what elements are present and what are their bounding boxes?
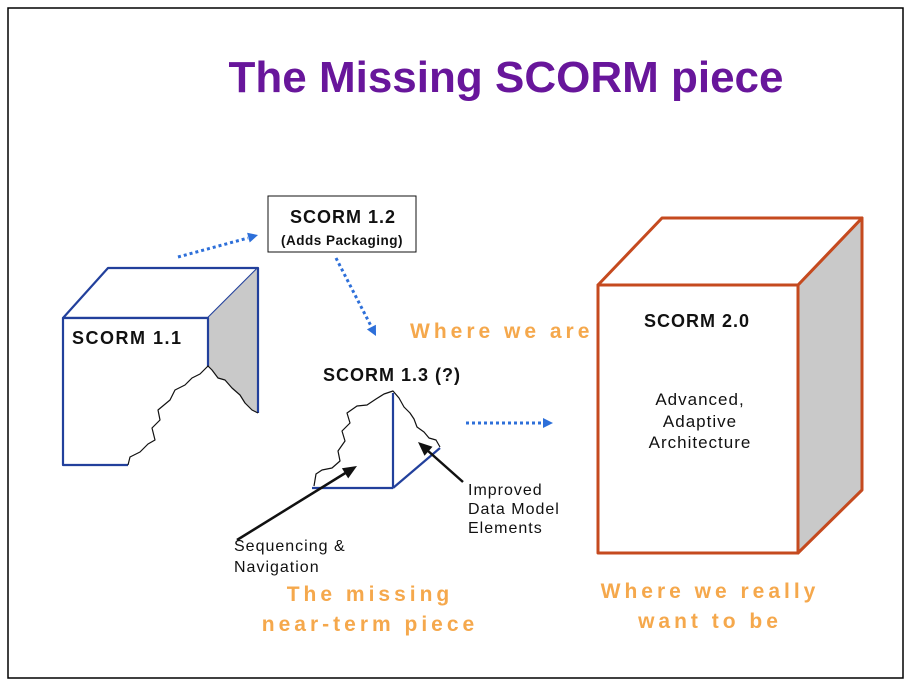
- annotation-missing-piece: The missing near-term piece: [262, 583, 478, 636]
- callout-data-model-line-3: Elements: [468, 520, 543, 537]
- annotation-missing-piece-line-2: near-term piece: [262, 613, 478, 636]
- scorm-1-2-box: SCORM 1.2 (Adds Packaging): [267, 195, 417, 253]
- arrow-1-2-to-1-3-head: [366, 324, 376, 336]
- scorm-1-1-front-edges: [61, 316, 210, 467]
- arrow-1-2-to-1-3-shaft: [334, 257, 373, 327]
- slide-title: The Missing SCORM piece: [229, 53, 784, 102]
- callout-data-model-line-1: Improved: [468, 482, 543, 499]
- scorm-1-1-tear-line: [127, 365, 259, 466]
- annotation-where-we-want-line-2: want to be: [637, 610, 782, 633]
- callout-sequencing-line-2: Navigation: [234, 559, 320, 576]
- scorm-1-1-cube: SCORM 1.1: [61, 266, 260, 467]
- arrow-1-1-to-1-2-shaft: [177, 236, 249, 259]
- scorm-1-3-piece: SCORM 1.3 (?): [312, 365, 461, 490]
- annotation-where-we-want-line-1: Where we really: [601, 580, 820, 603]
- callout-sequencing-line-1: Sequencing &: [234, 538, 346, 555]
- arrow-1-3-to-2-0: [466, 418, 553, 428]
- arrow-data-model: [418, 442, 464, 483]
- scorm-2-0-cube: SCORM 2.0 Advanced, Adaptive Architectur…: [596, 216, 864, 555]
- callout-data-model: Improved Data Model Elements: [468, 482, 560, 537]
- scorm-1-2-sublabel: (Adds Packaging): [281, 233, 403, 248]
- callout-data-model-line-2: Data Model: [468, 501, 560, 518]
- arrow-data-model-head: [418, 442, 433, 456]
- arrow-data-model-shaft: [426, 449, 464, 483]
- arrow-1-1-to-1-2: [177, 232, 258, 259]
- scorm-1-3-tear-outline: [313, 390, 441, 487]
- scorm-1-3-label: SCORM 1.3 (?): [323, 365, 461, 385]
- arrow-sequencing-shaft: [236, 470, 348, 542]
- scorm-1-1-front-face: [63, 318, 208, 465]
- scorm-1-1-side-face: [208, 268, 258, 413]
- annotation-where-we-want: Where we really want to be: [601, 580, 820, 633]
- scorm-2-0-front-face: [596, 283, 800, 555]
- arrow-1-2-to-1-3: [334, 257, 376, 336]
- arrow-1-3-to-2-0-head: [543, 418, 553, 428]
- scorm-2-0-desc-line-3: Architecture: [649, 433, 752, 452]
- scorm-2-0-desc-line-1: Advanced,: [655, 390, 744, 409]
- arrow-sequencing: [236, 466, 357, 542]
- scorm-1-2-label: SCORM 1.2: [290, 207, 396, 227]
- scorm-1-1-label: SCORM 1.1: [72, 328, 183, 348]
- annotation-missing-piece-line-1: The missing: [287, 583, 454, 606]
- scorm-2-0-label: SCORM 2.0: [644, 311, 750, 331]
- callout-sequencing: Sequencing & Navigation: [234, 538, 346, 576]
- arrow-1-1-to-1-2-head: [247, 232, 258, 243]
- annotation-where-we-are: Where we are: [410, 320, 593, 343]
- scorm-2-0-desc-line-2: Adaptive: [663, 412, 737, 431]
- scorm-1-2-frame: [267, 195, 417, 253]
- arrow-sequencing-head: [341, 466, 357, 479]
